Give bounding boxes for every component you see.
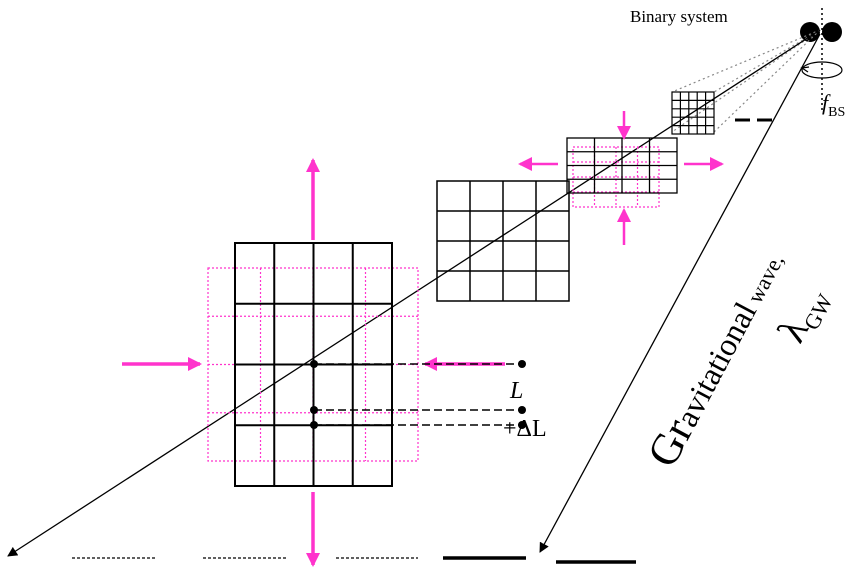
wavefront-dashes xyxy=(72,118,772,564)
grid-medium-deformed xyxy=(572,146,660,208)
rotation-ellipse-icon xyxy=(801,61,843,79)
svg-text:λGW: λGW xyxy=(768,278,838,351)
frequency-label: fBS xyxy=(822,90,845,120)
binary-system-label: Binary system xyxy=(630,7,728,26)
gravitational-wave-label: Gravitational wave, xyxy=(638,241,793,475)
grid-medium-arrows xyxy=(518,111,724,245)
length-label-L: L xyxy=(509,378,523,404)
length-marker-dots xyxy=(310,360,526,429)
wave-propagation-arrow xyxy=(539,33,821,553)
grid-small xyxy=(671,91,715,135)
binary-star-2 xyxy=(822,22,842,42)
wavelength-label: λGW xyxy=(768,278,838,351)
length-markers xyxy=(314,363,522,426)
grid-large xyxy=(436,180,570,302)
grid-medium xyxy=(566,137,678,194)
binary-system: Binary system fBS xyxy=(630,7,845,120)
projection-lines xyxy=(671,29,821,133)
binary-star-1 xyxy=(800,22,820,42)
svg-text:Gravitational wave,: Gravitational wave, xyxy=(638,241,793,475)
length-label-delta-L: +ΔL xyxy=(503,416,547,442)
